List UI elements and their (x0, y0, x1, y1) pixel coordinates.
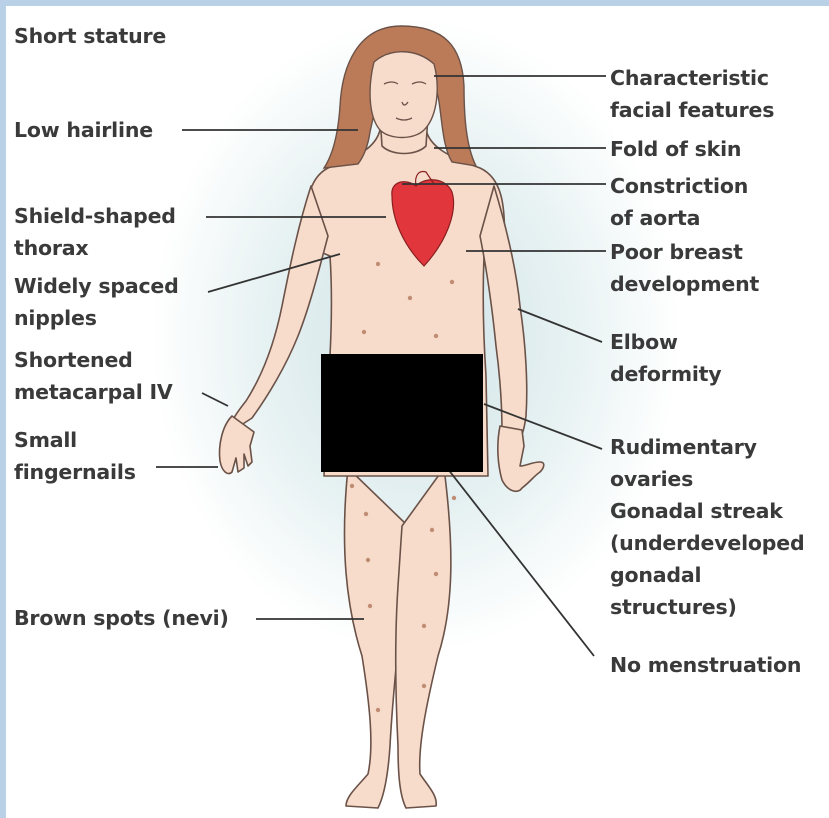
label-facial-features: Characteristic facial features (610, 62, 774, 126)
censor-box (321, 354, 483, 472)
label-elbow-deformity: Elbow deformity (610, 326, 721, 390)
label-constriction-of-aorta: Constriction of aorta (610, 170, 748, 234)
label-widely-spaced-nipples: Widely spaced nipples (14, 270, 179, 334)
right-leg (396, 468, 451, 808)
label-no-menstruation: No menstruation (610, 649, 801, 681)
left-arm (231, 186, 328, 431)
label-shield-shaped-thorax: Shield-shaped thorax (14, 200, 176, 264)
label-poor-breast-development: Poor breast development (610, 236, 759, 300)
label-shortened-metacarpal: Shortened metacarpal IV (14, 344, 173, 408)
label-low-hairline: Low hairline (14, 114, 153, 146)
left-hand (220, 416, 255, 474)
label-short-stature: Short stature (14, 20, 166, 52)
label-small-fingernails: Small fingernails (14, 424, 136, 488)
label-fold-of-skin: Fold of skin (610, 133, 741, 165)
label-brown-spots: Brown spots (nevi) (14, 602, 229, 634)
diagram-canvas: Short stature Low hairline Shield-shaped… (6, 6, 829, 818)
right-hand (498, 426, 544, 491)
label-rudimentary-ovaries: Rudimentary ovaries Gonadal streak (unde… (610, 431, 804, 623)
face (370, 52, 437, 138)
